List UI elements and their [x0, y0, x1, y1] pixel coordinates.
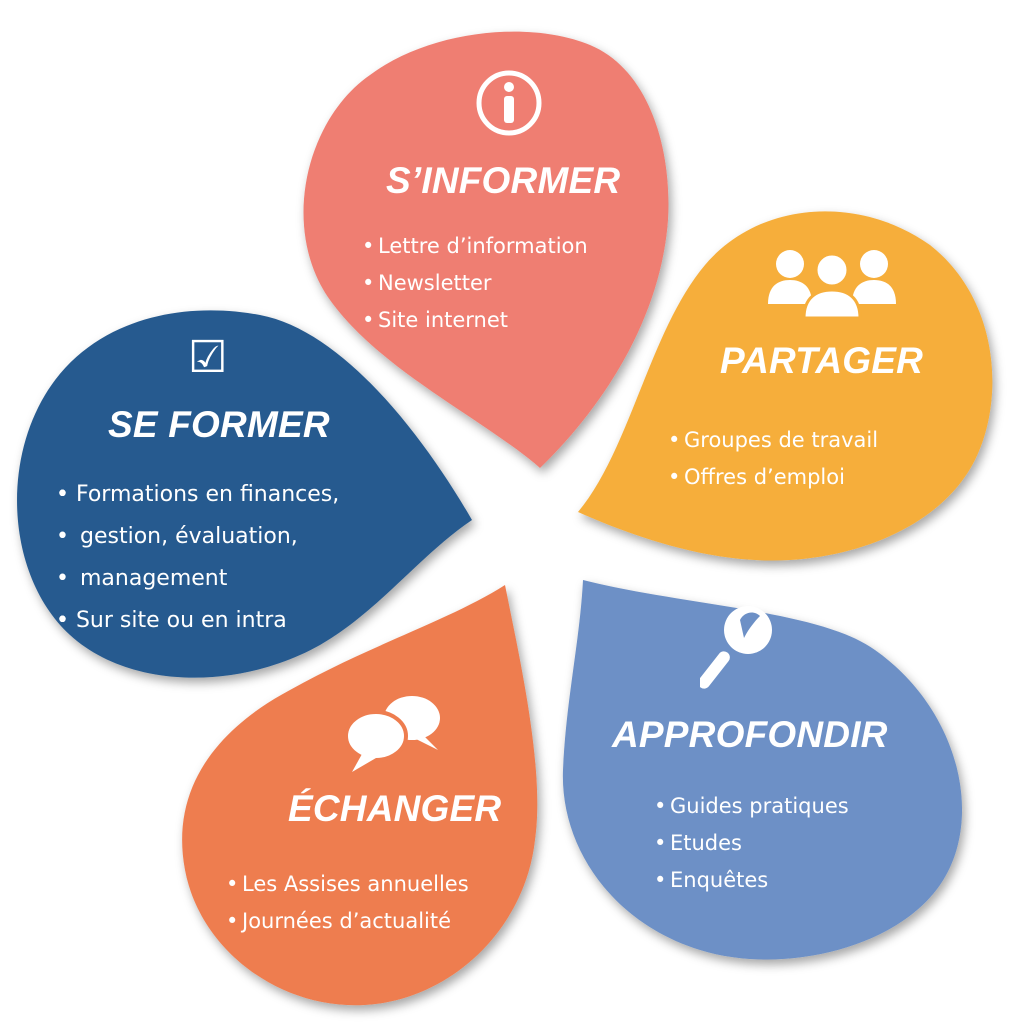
chat-bubbles-icon — [338, 686, 448, 776]
list-item: Les Assises annuelles — [226, 866, 469, 903]
list-item: Etudes — [654, 825, 849, 862]
list-item: • Formations en finances, — [56, 474, 339, 516]
list-item: • Sur site ou en intra — [56, 600, 339, 642]
list-item: Offres d’emploi — [668, 459, 878, 496]
petal-former-list: • Formations en finances, gestion, évalu… — [56, 474, 339, 642]
list-item: Guides pratiques — [654, 788, 849, 825]
list-item: Groupes de travail — [668, 422, 878, 459]
petal-approfondir-list: Guides pratiques Etudes Enquêtes — [654, 788, 849, 899]
petal-informer-title: S’INFORMER — [386, 160, 621, 201]
list-item: Site internet — [362, 302, 588, 339]
petal-echanger-list: Les Assises annuelles Journées d’actuali… — [226, 866, 469, 940]
magnifier-icon — [698, 598, 780, 698]
info-circle-icon — [473, 67, 545, 139]
list-item: Journées d’actualité — [226, 903, 469, 940]
petal-informer-list: Lettre d’information Newsletter Site int… — [362, 228, 588, 339]
petal-partager-list: Groupes de travail Offres d’emploi — [668, 422, 878, 496]
checkbox-icon: ☑ — [188, 332, 228, 383]
list-item: Enquêtes — [654, 862, 849, 899]
list-item: Newsletter — [362, 265, 588, 302]
petal-former-title: SE FORMER — [108, 404, 330, 445]
list-item: gestion, évaluation, — [56, 516, 339, 558]
people-group-icon — [762, 242, 902, 322]
list-item: Lettre d’information — [362, 228, 588, 265]
petal-partager-title: PARTAGER — [720, 340, 924, 381]
petal-echanger-title: ÉCHANGER — [288, 788, 502, 829]
list-item: management — [56, 558, 339, 600]
petal-approfondir-title: APPROFONDIR — [612, 714, 888, 755]
